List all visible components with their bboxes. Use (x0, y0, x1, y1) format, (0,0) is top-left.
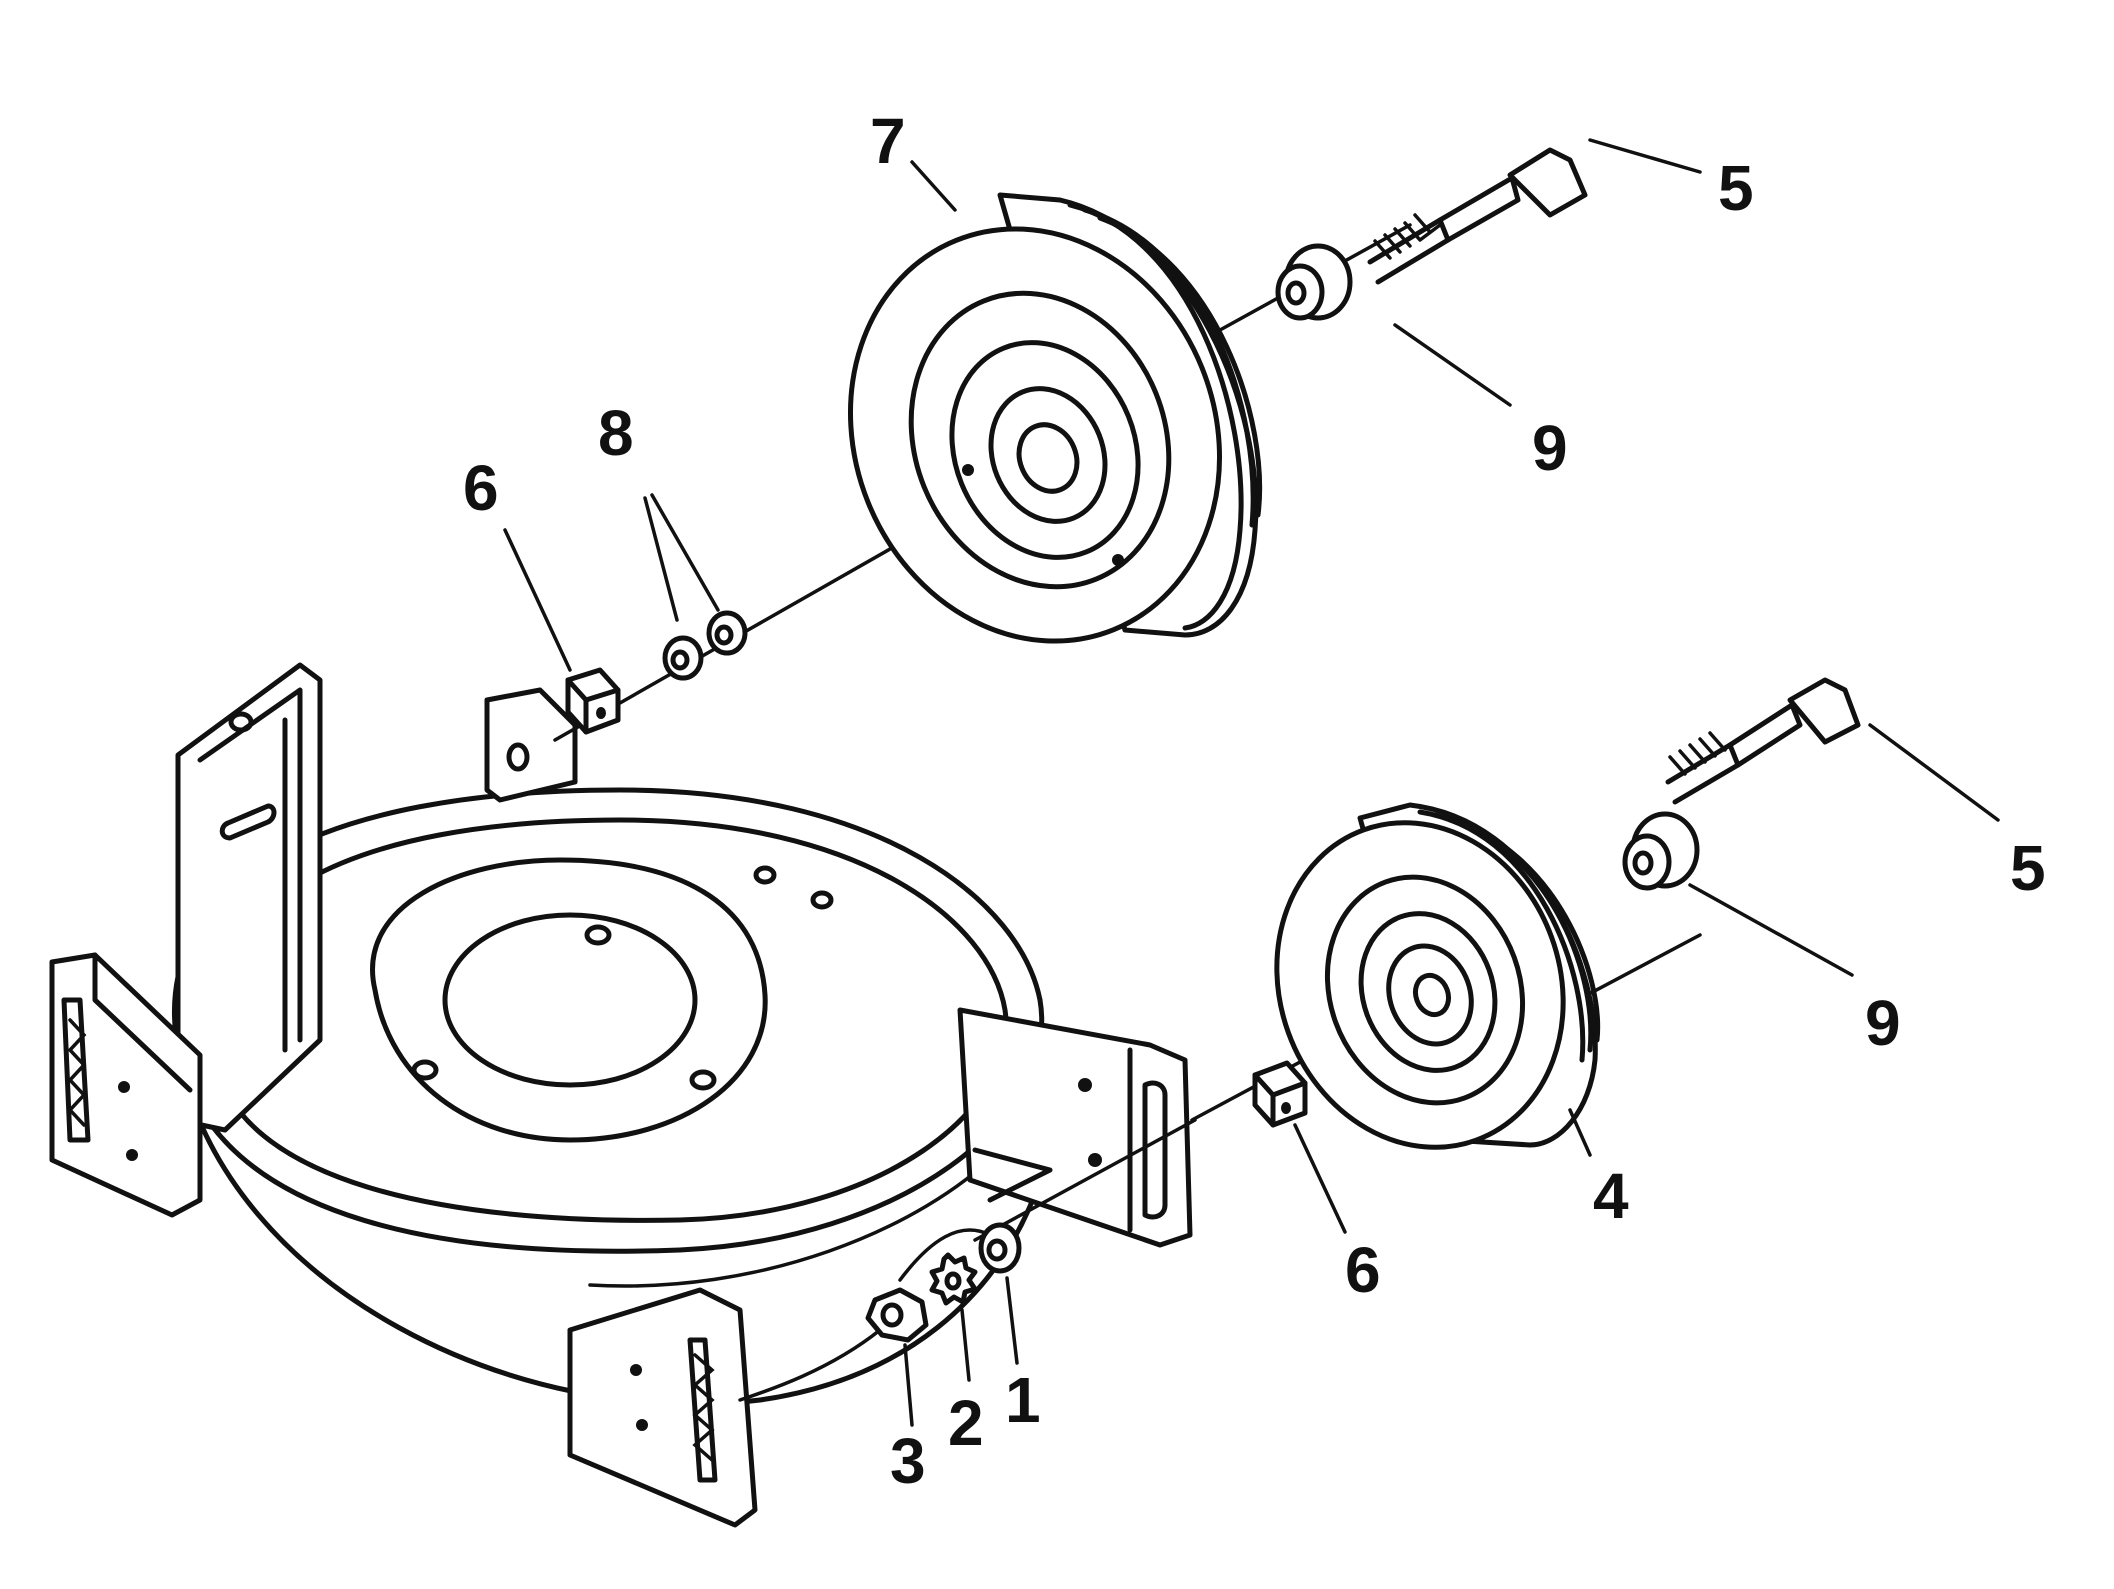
rear-handle-bracket (175, 662, 578, 1133)
leader-lines (503, 138, 2000, 1427)
callout-6-front: 6 (1345, 1234, 1381, 1306)
front-spacer (1622, 811, 1700, 891)
callout-5-front: 5 (2010, 832, 2046, 904)
front-bolt (1665, 677, 1861, 805)
callout-1: 1 (1005, 1364, 1041, 1436)
rear-spacer (1275, 243, 1353, 321)
callout-3: 3 (890, 1425, 926, 1497)
washers (662, 610, 748, 681)
callout-6-rear: 6 (463, 452, 499, 524)
callout-labels: 7 5 9 8 6 5 9 4 6 1 2 3 (463, 105, 2046, 1497)
star-washer (929, 1252, 978, 1306)
mower-deck (172, 787, 1045, 1407)
rear-square-nut (565, 667, 621, 735)
front-wheel (1274, 802, 1601, 1150)
left-wheel-bracket (49, 952, 203, 1218)
callout-9-front: 9 (1865, 987, 1901, 1059)
rear-wheel (847, 192, 1263, 644)
callout-4: 4 (1593, 1160, 1629, 1232)
flat-washer (978, 1222, 1022, 1274)
front-square-nut (1252, 1060, 1308, 1128)
callout-9-rear: 9 (1532, 412, 1568, 484)
front-bracket (567, 1287, 758, 1528)
callout-8: 8 (598, 397, 634, 469)
right-wheel-bracket (957, 1007, 1193, 1248)
callout-2: 2 (948, 1387, 984, 1459)
rear-bolt (1367, 147, 1588, 285)
callout-5-rear: 5 (1718, 152, 1754, 224)
hex-nut (865, 1287, 929, 1343)
callout-7: 7 (870, 105, 906, 177)
